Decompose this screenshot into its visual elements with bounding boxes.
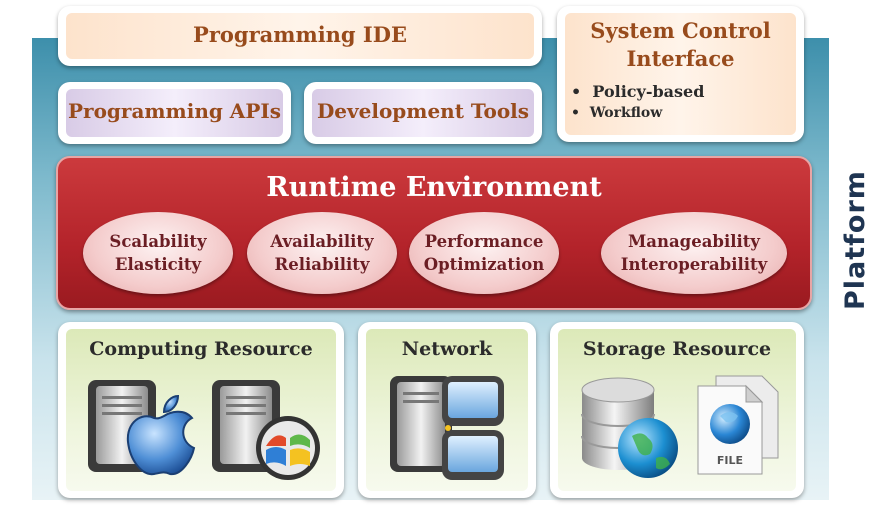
system-control-box: System Control Interface • Policy-based …	[557, 6, 804, 142]
bullet-item: • Policy-based	[571, 82, 705, 101]
platform-label-area	[829, 38, 879, 500]
file-label: FILE	[717, 454, 743, 467]
oval-manageability: Manageability Interoperability	[601, 212, 787, 294]
system-control-bullets: • Policy-based • Workflow	[571, 82, 704, 125]
runtime-environment: Runtime Environment Scalability Elastici…	[56, 156, 812, 310]
programming-ide-title: Programming IDE	[193, 22, 407, 47]
bullet-item: • Workflow	[571, 105, 663, 121]
programming-ide-box: Programming IDE	[58, 6, 542, 66]
development-tools-title: Development Tools	[316, 99, 530, 123]
platform-label: Platform	[840, 170, 871, 310]
network-box: Network	[358, 322, 536, 498]
storage-resource-title: Storage Resource	[582, 338, 772, 360]
server-apple-icon	[88, 380, 196, 476]
oval-performance: Performance Optimization	[409, 212, 559, 294]
server-network-icon	[390, 376, 504, 480]
development-tools-box: Development Tools	[304, 82, 542, 144]
runtime-title: Runtime Environment	[266, 172, 602, 203]
network-title: Network	[401, 338, 493, 360]
programming-apis-title: Programming APIs	[68, 99, 281, 123]
system-control-title-1: System Control	[590, 18, 771, 43]
computing-resource-box: Computing Resource	[58, 322, 344, 498]
oval-availability: Availability Reliability	[247, 212, 397, 294]
database-globe-icon	[581, 377, 678, 478]
storage-resource-box: Storage Resource FILE	[550, 322, 804, 498]
system-control-title-2: Interface	[626, 46, 735, 71]
computing-resource-title: Computing Resource	[89, 338, 313, 360]
server-windows-icon	[212, 380, 320, 480]
file-globe-icon: FILE	[697, 375, 779, 475]
oval-scalability: Scalability Elasticity	[83, 212, 233, 294]
programming-apis-box: Programming APIs	[58, 82, 291, 144]
